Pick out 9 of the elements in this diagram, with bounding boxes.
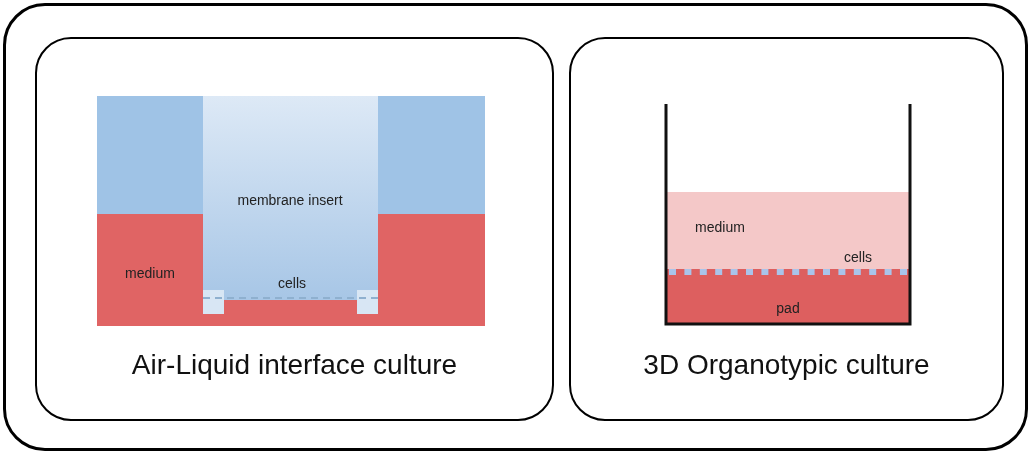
part-label: cells — [844, 249, 872, 265]
part-label: medium — [695, 219, 745, 235]
part-label: medium — [125, 265, 175, 281]
outer-frame — [3, 3, 1028, 451]
part-label: cells — [278, 275, 306, 291]
panel-title: 3D Organotypic culture — [642, 349, 931, 381]
panel-title: Air-Liquid interface culture — [130, 349, 459, 381]
part-label: pad — [776, 300, 800, 316]
part-label: membrane insert — [237, 192, 343, 208]
